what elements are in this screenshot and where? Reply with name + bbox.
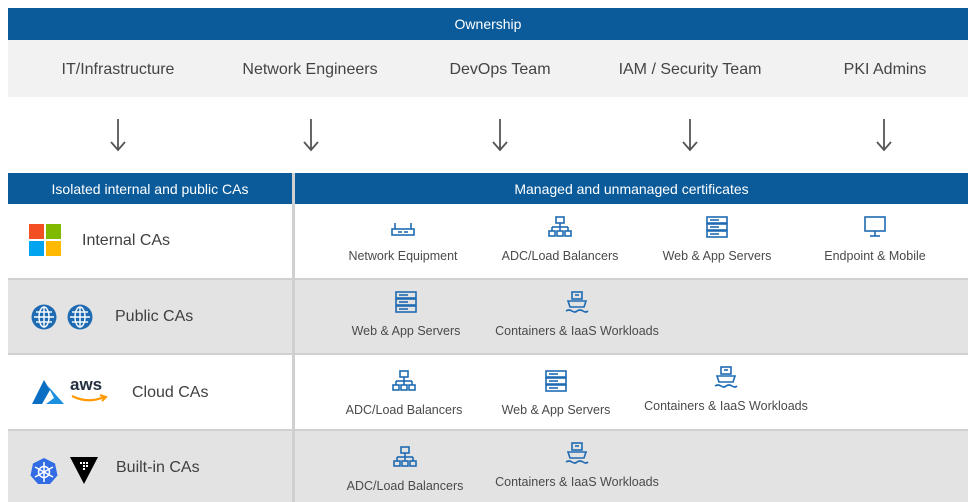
item-label: ADC/Load Balancers (345, 403, 463, 417)
item-label: Containers & IaaS Workloads (644, 399, 808, 413)
monitor-icon (862, 215, 888, 239)
team-pki-admins: PKI Admins (843, 61, 927, 78)
item-label: Containers & IaaS Workloads (495, 475, 659, 489)
row-cloud-cas-right (295, 355, 968, 429)
aws-smile-icon (71, 394, 108, 402)
header-certificates: Managed and unmanaged certificates (295, 173, 968, 204)
load-balancer-icon (391, 369, 417, 393)
down-arrow-icon (492, 119, 508, 152)
column-divider (292, 173, 295, 502)
internal-cas-label: Internal CAs (82, 232, 171, 249)
row-internal-cas-right (295, 204, 968, 278)
server-icon (393, 290, 419, 314)
item-network-equipment: Network Equipment (323, 215, 483, 263)
aws-logo-icon: aws (70, 376, 112, 406)
team-it-infrastructure: IT/Infrastructure (61, 61, 175, 78)
item-label: Web & App Servers (501, 403, 611, 417)
load-balancer-icon (392, 445, 418, 469)
container-ship-icon (713, 365, 739, 389)
public-cas-label: Public CAs (115, 308, 194, 325)
builtin-cas-label: Built-in CAs (116, 459, 200, 476)
item-endpoint-mobile: Endpoint & Mobile (795, 215, 955, 263)
header-right-label: Managed and unmanaged certificates (514, 180, 749, 197)
globe-icon (66, 303, 94, 331)
item-adc-load-balancers: ADC/Load Balancers (325, 445, 485, 493)
azure-logo-icon (32, 380, 64, 404)
row-divider (8, 353, 968, 355)
ownership-title: Ownership (454, 16, 522, 32)
row-divider (8, 429, 968, 431)
item-adc-load-balancers: ADC/Load Balancers (480, 215, 640, 263)
down-arrow-icon (682, 119, 698, 152)
team-devops: DevOps Team (449, 61, 551, 78)
item-label: ADC/Load Balancers (346, 479, 464, 493)
item-label: ADC/Load Balancers (501, 249, 619, 263)
ownership-team-row (8, 40, 968, 97)
item-containers-iaas: Containers & IaaS Workloads (477, 290, 677, 338)
down-arrow-icon (110, 119, 126, 152)
item-label: Endpoint & Mobile (824, 249, 926, 263)
header-isolated-cas: Isolated internal and public CAs (8, 173, 292, 204)
item-web-app-servers: Web & App Servers (637, 215, 797, 263)
row-divider (8, 278, 968, 280)
microsoft-logo-icon (29, 224, 61, 256)
server-icon (543, 369, 569, 393)
item-containers-iaas: Containers & IaaS Workloads (626, 365, 826, 413)
container-ship-icon (564, 441, 590, 465)
globe-icon (30, 303, 58, 331)
item-label: Web & App Servers (351, 324, 461, 338)
header-left-label: Isolated internal and public CAs (51, 180, 249, 197)
row-cloud-cas-left (8, 355, 292, 429)
vault-logo-icon (70, 457, 98, 484)
item-label: Containers & IaaS Workloads (495, 324, 659, 338)
down-arrow-icon (303, 119, 319, 152)
team-iam-security: IAM / Security Team (618, 61, 762, 78)
down-arrow-icon (876, 119, 892, 152)
item-containers-iaas: Containers & IaaS Workloads (477, 441, 677, 489)
container-ship-icon (564, 290, 590, 314)
load-balancer-icon (547, 215, 573, 239)
network-equipment-icon (390, 215, 416, 239)
item-web-app-servers: Web & App Servers (476, 369, 636, 417)
item-web-app-servers: Web & App Servers (326, 290, 486, 338)
item-label: Network Equipment (348, 249, 458, 263)
team-network-engineers: Network Engineers (242, 61, 378, 78)
item-label: Web & App Servers (662, 249, 772, 263)
ownership-header: Ownership (8, 8, 968, 40)
aws-logo-text: aws (70, 375, 103, 394)
server-icon (704, 215, 730, 239)
item-adc-load-balancers: ADC/Load Balancers (324, 369, 484, 417)
cloud-cas-label: Cloud CAs (132, 384, 209, 401)
kubernetes-logo-icon (30, 458, 58, 484)
